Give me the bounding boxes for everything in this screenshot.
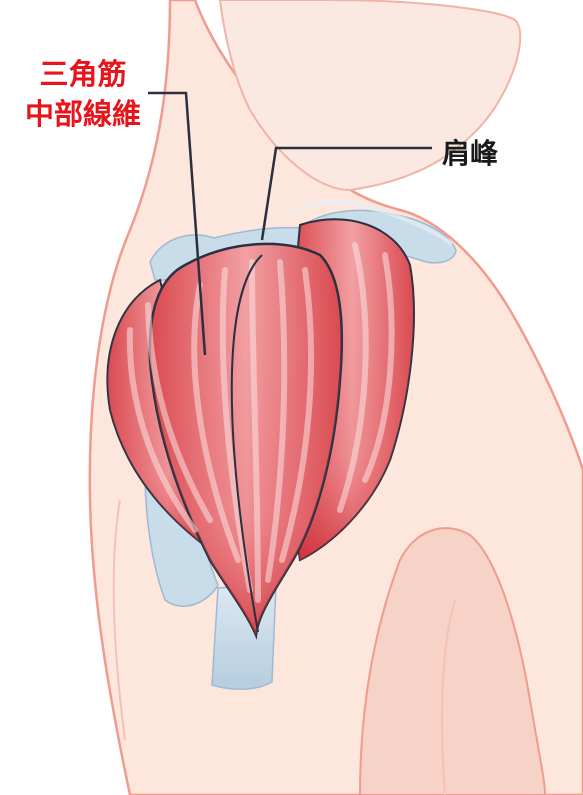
deltoid-middle-label: 三角筋 中部線維 — [8, 54, 158, 134]
deltoid-label-line2: 中部線維 — [8, 94, 158, 134]
acromion-label: 肩峰 — [442, 137, 498, 171]
deltoid-label-line1: 三角筋 — [8, 54, 158, 94]
